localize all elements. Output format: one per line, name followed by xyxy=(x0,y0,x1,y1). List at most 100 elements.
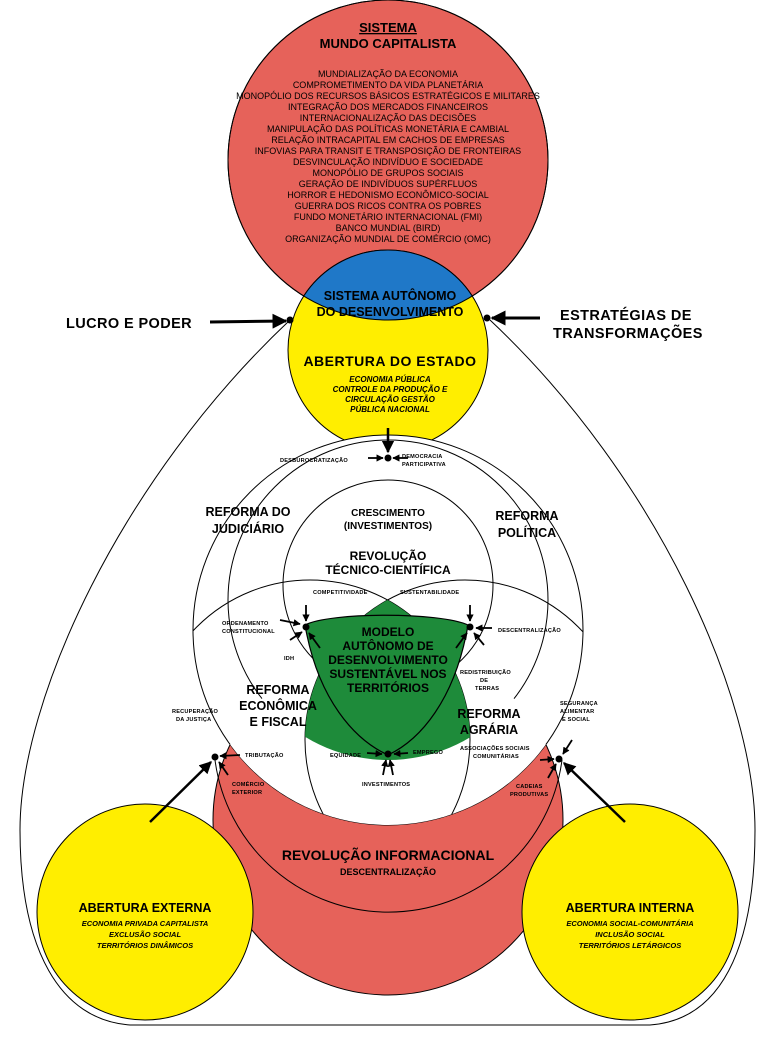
abertura-interna-line: TERRITÓRIOS LETÁRGICOS xyxy=(579,941,682,950)
abertura-estado-line: CONTROLE DA PRODUÇÃO E xyxy=(333,385,448,394)
revolucao-tc-1: REVOLUÇÃO xyxy=(350,548,427,563)
estrategias-label-2: TRANSFORMAÇÕES xyxy=(553,324,703,342)
label-emprego: EMPREGO xyxy=(413,750,443,756)
svg-text:MUNDIALIZAÇÃO DA ECONOMIA: MUNDIALIZAÇÃO DA ECONOMIA xyxy=(318,69,458,79)
lucro-poder-label: LUCRO E PODER xyxy=(66,316,192,332)
svg-text:ORGANIZAÇÃO MUNDIAL DE COMÉRCI: ORGANIZAÇÃO MUNDIAL DE COMÉRCIO (OMC) xyxy=(285,234,491,244)
abertura-externa-line: ECONOMIA PRIVADA CAPITALISTA xyxy=(82,919,209,928)
label-redistribuicao-2: DE xyxy=(480,678,488,684)
estrategias-label-1: ESTRATÉGIAS DE xyxy=(560,307,692,324)
abertura-externa-line: TERRITÓRIOS DINÂMICOS xyxy=(97,941,193,950)
venn-left xyxy=(193,579,471,825)
svg-text:COMPROMETIMENTO DA VIDA PLANET: COMPROMETIMENTO DA VIDA PLANETÁRIA xyxy=(293,80,483,90)
svg-text:RELAÇÃO INTRACAPITAL EM CACHOS: RELAÇÃO INTRACAPITAL EM CACHOS DE EMPRES… xyxy=(271,135,505,145)
label-cadeias-2: PRODUTIVAS xyxy=(510,792,548,798)
svg-text:MONOPÓLIO DOS RECURSOS BÁSICOS: MONOPÓLIO DOS RECURSOS BÁSICOS ESTRATÉGI… xyxy=(236,91,540,101)
abertura-estado-line: CIRCULAÇÃO GESTÃO xyxy=(345,395,436,404)
label-idh: IDH xyxy=(284,656,294,662)
label-seguranca-1: SEGURANÇA xyxy=(560,701,598,707)
outer-envelope xyxy=(19,319,756,1026)
label-recuperacao-1: RECUPERAÇÃO xyxy=(172,708,218,715)
reforma-agraria-1: REFORMA xyxy=(457,707,520,721)
label-comercio-1: COMÉRCIO xyxy=(232,780,265,788)
abertura-estado-title: ABERTURA DO ESTADO xyxy=(303,353,476,369)
venn-right xyxy=(304,579,583,825)
svg-text:DESVINCULAÇÃO INDIVÍDUO E SOCI: DESVINCULAÇÃO INDIVÍDUO E SOCIEDADE xyxy=(293,157,483,167)
label-ordenamento-2: CONSTITUCIONAL xyxy=(222,629,275,635)
abertura-externa-line: EXCLUSÃO SOCIAL xyxy=(109,930,182,939)
svg-text:BANCO MUNDIAL (BIRD): BANCO MUNDIAL (BIRD) xyxy=(336,223,441,233)
arrow-lucro xyxy=(209,313,288,329)
svg-text:FUNDO MONETÁRIO INTERNACIONAL: FUNDO MONETÁRIO INTERNACIONAL (FMI) xyxy=(294,212,482,222)
reforma-judiciario-1: REFORMA DO xyxy=(206,505,291,519)
reforma-economica-1: REFORMA xyxy=(246,683,309,697)
label-associacoes-2: COMUNITÁRIAS xyxy=(473,753,519,760)
node-right xyxy=(466,623,474,631)
node-left-top xyxy=(286,316,294,324)
abertura-interna-line: INCLUSÃO SOCIAL xyxy=(595,930,665,939)
label-ordenamento-1: ORDENAMENTO xyxy=(222,621,269,627)
crescimento-1: CRESCIMENTO xyxy=(351,508,425,519)
label-democracia-2: PARTICIPATIVA xyxy=(402,462,446,468)
label-seguranca-2: ALIMENTAR xyxy=(560,709,594,715)
blue-lens-line1: SISTEMA AUTÔNOMO xyxy=(324,288,457,303)
revolucao-informacional-title: REVOLUÇÃO INFORMACIONAL xyxy=(282,846,495,863)
node-top xyxy=(384,454,392,462)
label-competitividade: COMPETITIVIDADE xyxy=(313,590,368,596)
label-democracia-1: DEMOCRACIA xyxy=(402,454,443,460)
reforma-economica-3: E FISCAL xyxy=(250,715,307,729)
label-tributacao: TRIBUTAÇÃO xyxy=(245,752,284,759)
blue-lens-line2: DO DESENVOLVIMENTO xyxy=(317,305,464,319)
label-sustentabilidade: SUSTENTABILIDADE xyxy=(400,590,459,596)
abertura-estado-line: ECONOMIA PÚBLICA xyxy=(349,375,431,384)
svg-text:GERAÇÃO DE INDIVÍDUOS SUPÉRFLU: GERAÇÃO DE INDIVÍDUOS SUPÉRFLUOS xyxy=(299,179,478,189)
reforma-judiciario-2: JUDICIÁRIO xyxy=(212,521,285,536)
svg-text:INTEGRAÇÃO DOS MERCADOS FINANC: INTEGRAÇÃO DOS MERCADOS FINANCEIROS xyxy=(288,102,488,112)
label-comercio-2: EXTERIOR xyxy=(232,790,262,796)
node-left xyxy=(302,623,310,631)
blue-lens xyxy=(287,249,489,320)
abertura-externa-circle xyxy=(36,803,254,1021)
label-descentralizacao: DESCENTRALIZAÇÃO xyxy=(498,627,561,634)
svg-text:INFOVIAS PARA TRANSIT E TRANSP: INFOVIAS PARA TRANSIT E TRANSPOSIÇÃO DE … xyxy=(255,146,521,156)
crescimento-2: (INVESTIMENTOS) xyxy=(344,521,432,532)
top-title-2: MUNDO CAPITALISTA xyxy=(320,36,457,51)
green-line: SUSTENTÁVEL NOS xyxy=(329,666,446,681)
top-title-1: SISTEMA xyxy=(359,20,417,35)
green-line: MODELO xyxy=(362,625,415,639)
abertura-estado-line: PÚBLICA NACIONAL xyxy=(350,405,430,414)
reforma-politica-1: REFORMA xyxy=(495,509,558,523)
svg-text:INTERNACIONALIZAÇÃO DAS DECISÕ: INTERNACIONALIZAÇÃO DAS DECISÕES xyxy=(300,113,477,123)
green-line: AUTÔNOMO DE xyxy=(342,638,433,653)
revolucao-tc-2: TÉCNICO-CIENTÍFICA xyxy=(325,562,451,577)
reforma-politica-2: POLÍTICA xyxy=(498,525,556,540)
reforma-agraria-2: AGRÁRIA xyxy=(460,722,518,737)
label-redistribuicao-1: REDISTRIBUIÇÃO xyxy=(460,669,511,676)
svg-text:GUERRA DOS RICOS CONTRA OS POB: GUERRA DOS RICOS CONTRA OS POBRES xyxy=(295,201,482,211)
label-desburocratizacao: DESBUROCRATIZAÇÃO xyxy=(280,457,348,464)
top-items: MUNDIALIZAÇÃO DA ECONOMIA COMPROMETIMENT… xyxy=(236,69,540,244)
label-seguranca-3: E SOCIAL xyxy=(562,717,590,723)
label-equidade: EQUIDADE xyxy=(330,753,361,759)
label-redistribuicao-3: TERRAS xyxy=(475,686,499,692)
abertura-interna-line: ECONOMIA SOCIAL-COMUNITÁRIA xyxy=(566,919,693,928)
abertura-externa-title: ABERTURA EXTERNA xyxy=(79,901,212,915)
node-far-left xyxy=(211,753,219,761)
label-cadeias-1: CADEIAS xyxy=(516,784,543,790)
green-line: TERRITÓRIOS xyxy=(347,680,429,695)
reforma-economica-2: ECONÔMICA xyxy=(239,698,317,713)
node-far-right xyxy=(555,755,563,763)
svg-text:HORROR E HEDONISMO ECONÔMICO-S: HORROR E HEDONISMO ECONÔMICO-SOCIAL xyxy=(287,190,489,200)
label-associacoes-1: ASSOCIAÇÕES SOCIAIS xyxy=(460,745,530,752)
node-right-top xyxy=(483,314,491,322)
abertura-interna-title: ABERTURA INTERNA xyxy=(566,901,695,915)
green-line: DESENVOLVIMENTO xyxy=(328,653,448,667)
revolucao-informacional-sub: DESCENTRALIZAÇÃO xyxy=(340,867,436,877)
arrow-externa xyxy=(149,761,212,823)
label-recuperacao-2: DA JUSTIÇA xyxy=(176,717,211,723)
arrow-interna xyxy=(563,762,626,823)
node-bottom xyxy=(384,750,392,758)
label-investimentos: INVESTIMENTOS xyxy=(362,782,410,788)
abertura-interna-circle xyxy=(521,803,739,1021)
